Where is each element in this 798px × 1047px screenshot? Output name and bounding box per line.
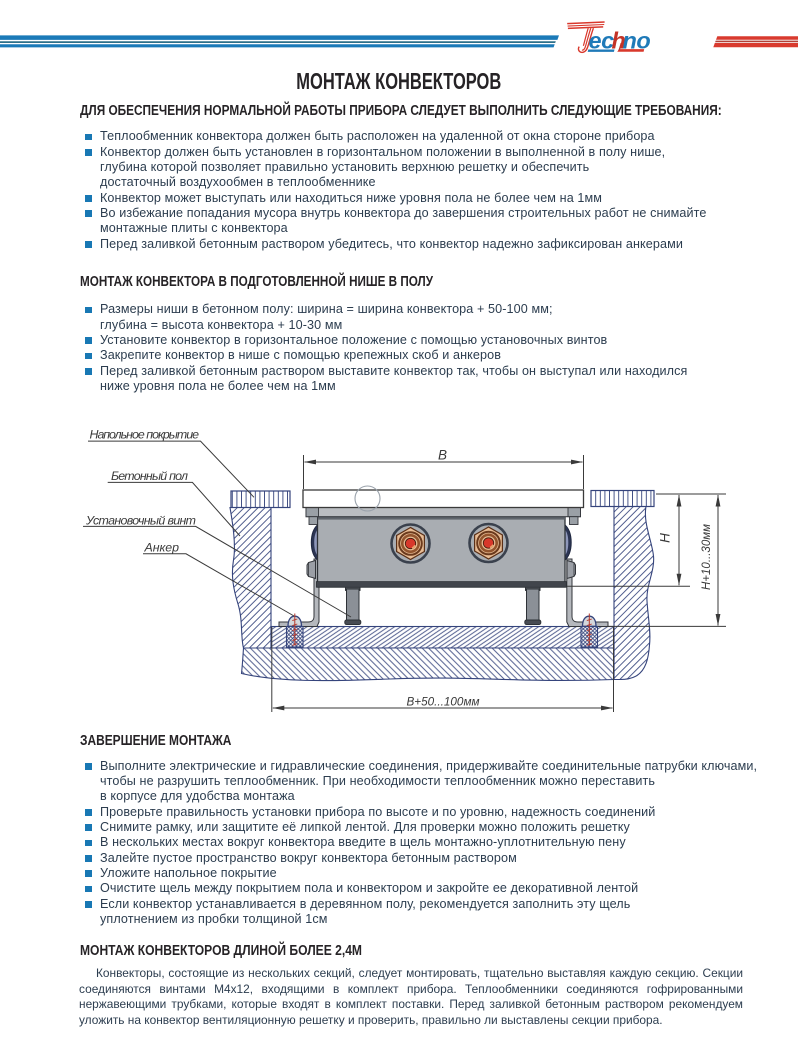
svg-text:ec: ec	[589, 28, 615, 54]
svg-text:B+50...100мм: B+50...100мм	[407, 695, 480, 709]
svg-text:Установочный винт: Установочный винт	[85, 513, 196, 527]
svg-text:B: B	[438, 448, 447, 463]
svg-text:H+10...30мм: H+10...30мм	[699, 524, 713, 590]
svg-text:H: H	[658, 533, 673, 543]
svg-text:Анкер: Анкер	[144, 541, 180, 555]
svg-text:Бетонный пол: Бетонный пол	[111, 469, 188, 483]
svg-text:Напольное покрытие: Напольное покрытие	[90, 428, 200, 442]
svg-text:h: h	[612, 28, 626, 54]
